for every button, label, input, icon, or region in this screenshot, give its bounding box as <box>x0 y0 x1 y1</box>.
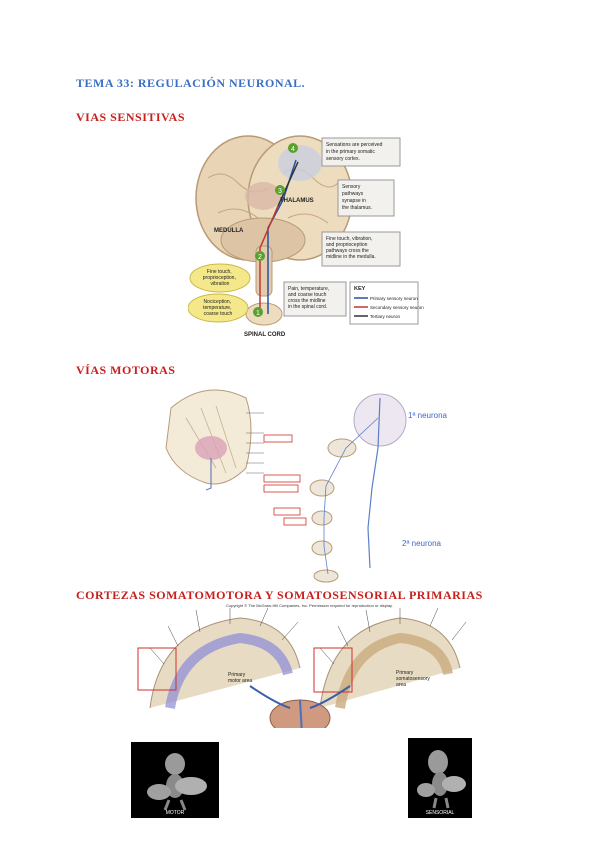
motor-pathways-figure: 1ª neurona 2ª neurona <box>165 389 448 583</box>
key-item-primary: Primary sensory neuron <box>370 296 418 301</box>
step-marker-2 <box>255 251 265 261</box>
step-number: 3 <box>278 188 282 195</box>
sensorial-tag: SENSORIAL <box>425 810 455 816</box>
key-item-tertiary: Tertiary neuron <box>370 314 401 319</box>
callout-2 <box>321 231 401 267</box>
first-neuron-label: 1ª neurona <box>408 411 448 420</box>
somatosensory-area-label: Primary somatosensory area <box>396 670 431 688</box>
sensory-pathways-figure: 4 3 2 1 THALAMUS MEDULLA SPINAL CORD Fin… <box>188 135 424 338</box>
bubble-fine-touch-text: Fine touch, proprioception, vibration <box>203 269 237 287</box>
step-marker-4 <box>288 143 298 153</box>
callout-1 <box>283 281 347 317</box>
step-marker-1 <box>253 307 263 317</box>
step-number: 1 <box>256 310 260 317</box>
sensorial-homunculus-image: SENSORIAL <box>408 738 472 818</box>
pathway-key <box>349 281 419 325</box>
callout-3-text: Sensory pathways synapse in the thalamus… <box>342 184 372 211</box>
step-marker-3 <box>275 185 285 195</box>
step-number: 2 <box>258 254 262 261</box>
callout-4 <box>321 137 401 167</box>
cortex-homunculus-figure: Primary motor area Primary somatosensory… <box>137 608 467 728</box>
motor-tag: MOTOR <box>165 810 185 816</box>
cortex-figure-caption: Copyright © The McGraw-Hill Companies, I… <box>226 603 393 608</box>
document-title: TEMA 33: REGULACIÓN NEURONAL. <box>76 76 306 90</box>
second-neuron-label: 2ª neurona <box>402 539 442 548</box>
bubble-nociception <box>188 293 249 323</box>
section-heading-motor: VÍAS MOTORAS <box>76 363 176 377</box>
motor-homunculus-image: MOTOR <box>131 742 219 818</box>
section-heading-cortex: CORTEZAS SOMATOMOTORA Y SOMATOSENSORIAL … <box>76 588 483 602</box>
thalamus-label: THALAMUS <box>280 198 314 204</box>
callout-4-text: Sensations are perceived in the primary … <box>326 142 384 162</box>
key-title: KEY <box>354 286 366 292</box>
bubble-nociception-text: Nociception, temperature, coarse touch <box>203 299 233 317</box>
step-number: 4 <box>291 146 295 153</box>
motor-cortex-section <box>353 393 407 447</box>
bubble-fine-touch <box>189 263 251 293</box>
key-item-secondary: Secondary sensory neuron <box>370 305 424 310</box>
callout-2-text: Fine touch, vibration, and proprioceptio… <box>326 236 376 260</box>
spinal-cord-label: SPINAL CORD <box>244 332 286 338</box>
section-heading-sensitive: VIAS SENSITIVAS <box>76 110 185 124</box>
spinal-cord-section <box>245 302 283 326</box>
motor-area-label: Primary motor area <box>228 672 252 684</box>
medulla-label: MEDULLA <box>214 228 244 234</box>
callout-3 <box>337 179 395 217</box>
callout-1-text: Pain, temperature, and coarse touch cros… <box>288 286 331 310</box>
